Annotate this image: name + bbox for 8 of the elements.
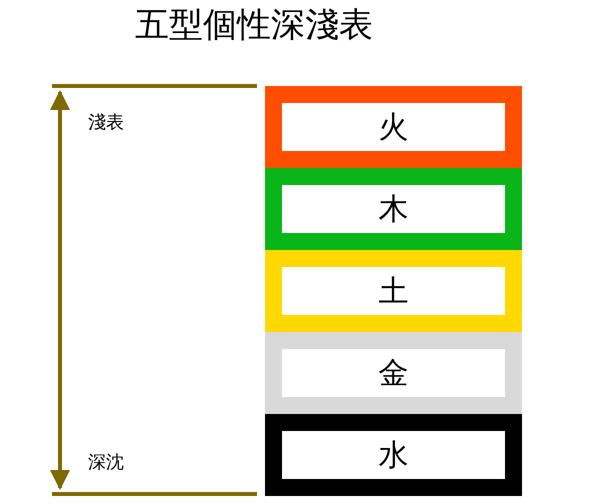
element-box: 水 [265,414,522,496]
element-box: 土 [265,250,522,332]
title: 五型個性深淺表 [135,4,373,47]
element-box: 火 [265,86,522,168]
element-box: 金 [265,332,522,414]
element-box: 木 [265,168,522,250]
scale-label: 深沈 [88,451,124,474]
scale-label: 淺表 [88,111,124,134]
